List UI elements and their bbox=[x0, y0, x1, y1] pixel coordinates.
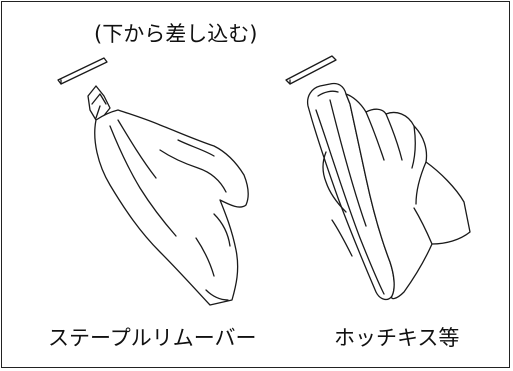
staple-remover-label: ステープルリムーバー bbox=[48, 326, 257, 350]
left-hand bbox=[94, 109, 249, 306]
insert-from-below-note: (下から差し込む) bbox=[94, 22, 258, 46]
remover-jaws bbox=[87, 85, 111, 121]
staple-left bbox=[57, 57, 108, 85]
staple-right bbox=[285, 55, 337, 85]
stapler-label: ホッチキス等 bbox=[334, 326, 460, 350]
